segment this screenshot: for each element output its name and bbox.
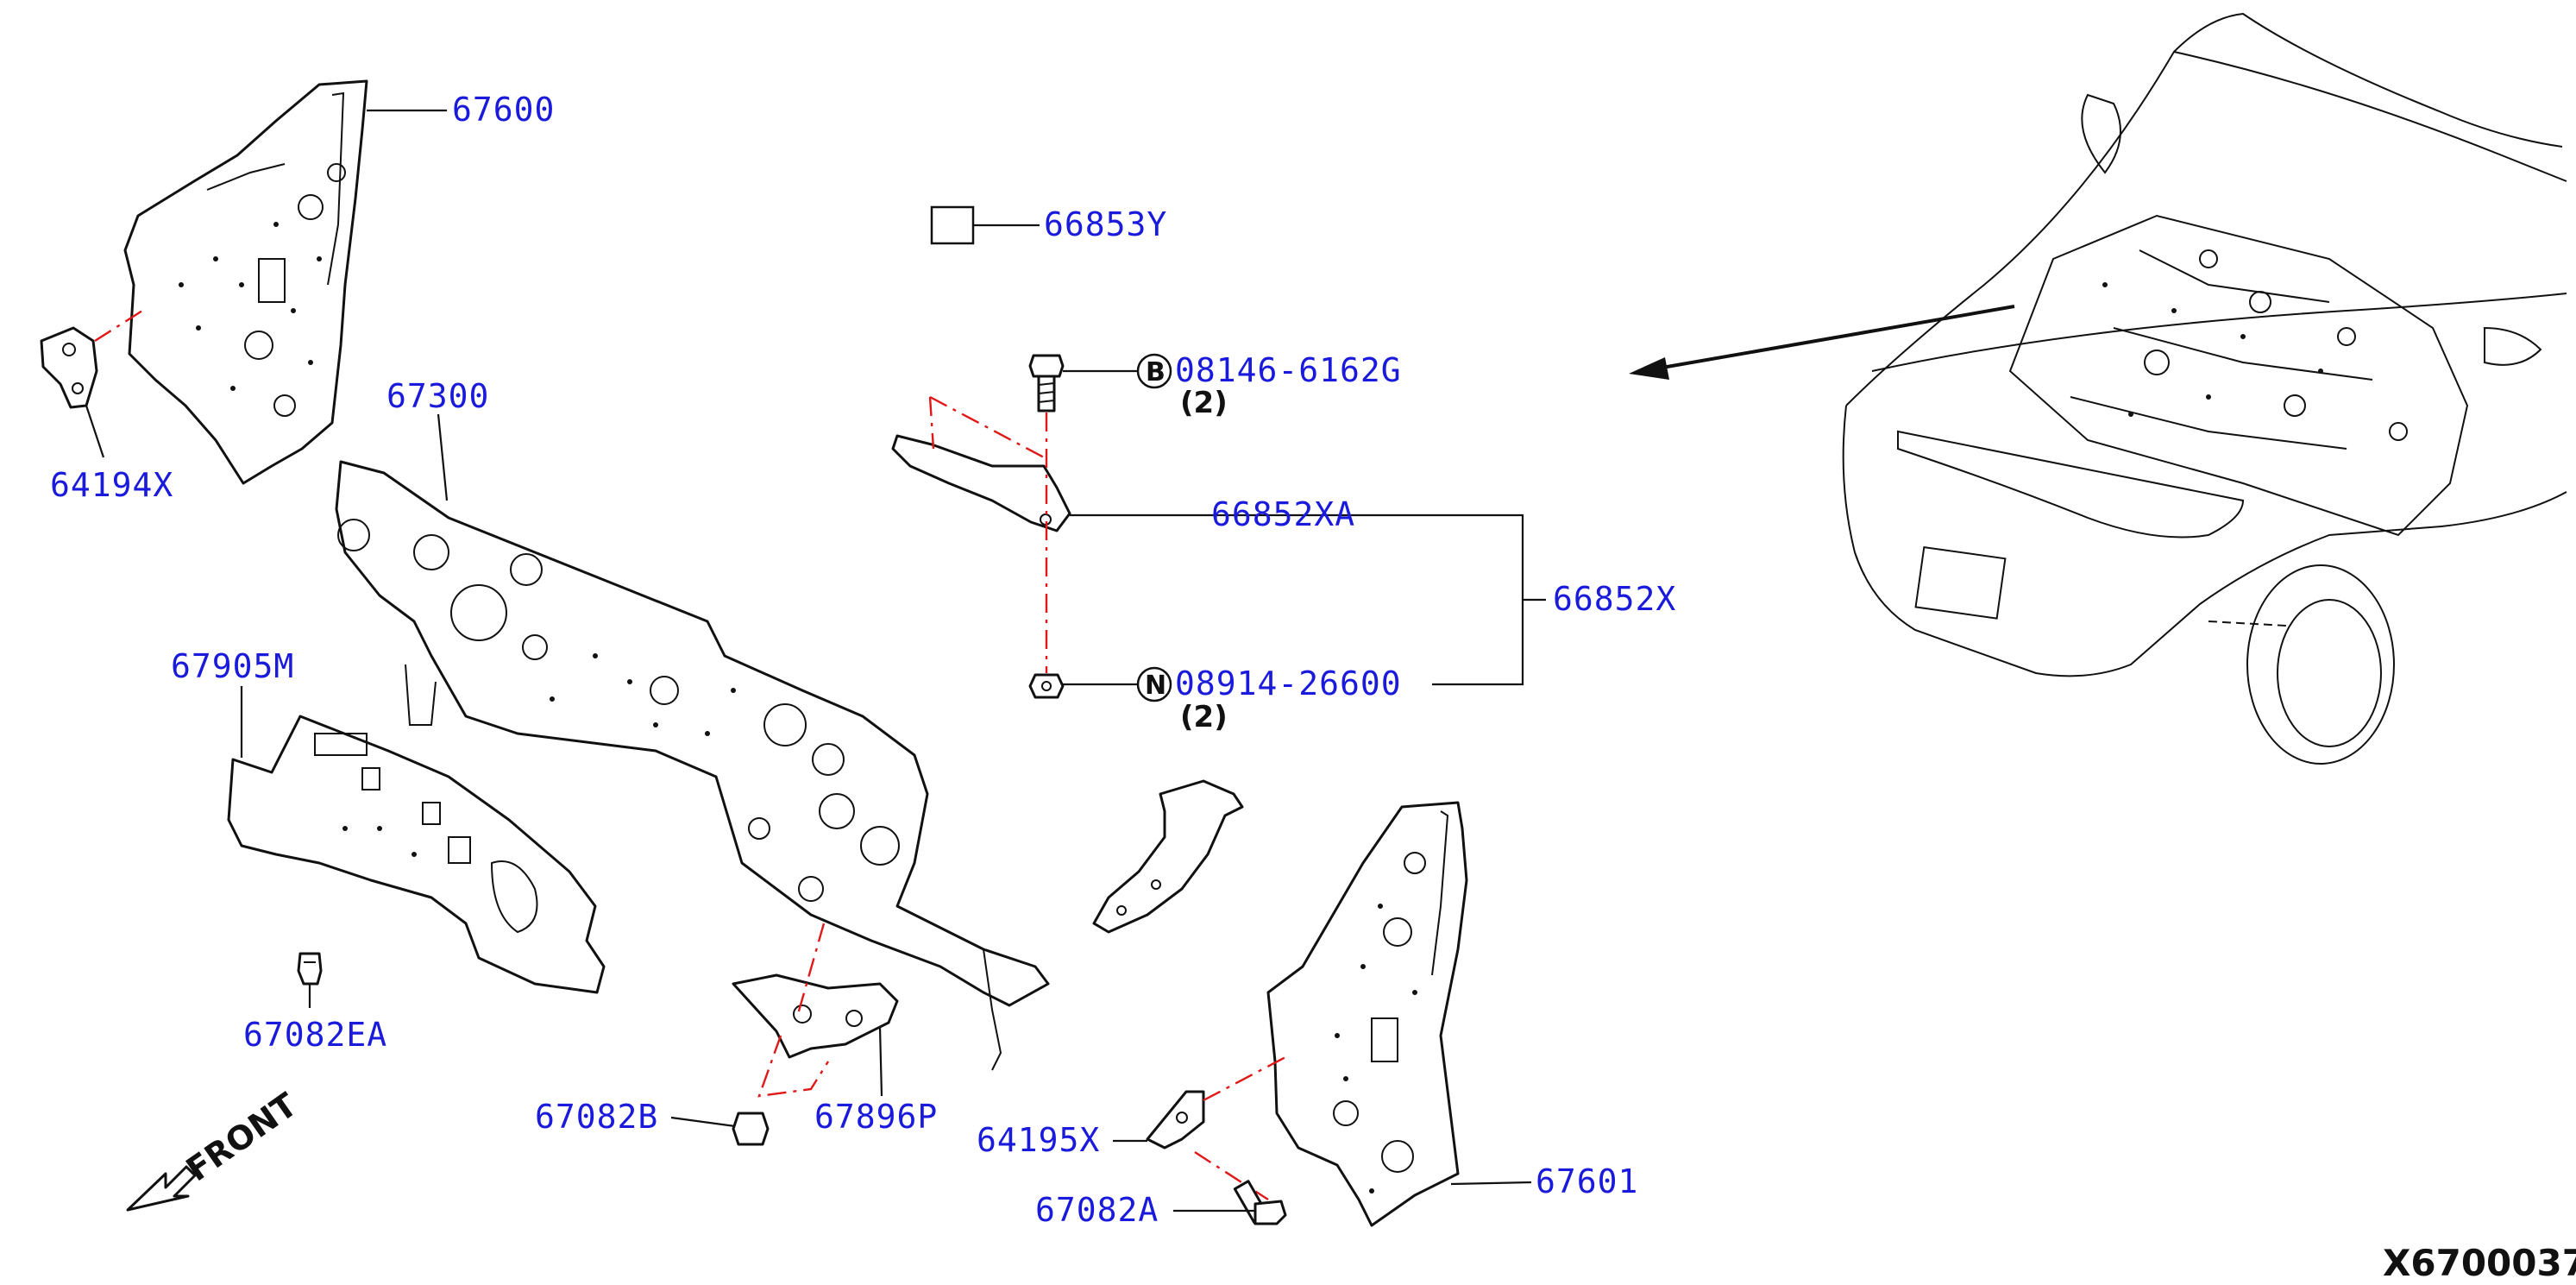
part-08914-nut xyxy=(1028,673,1065,699)
part-67300-dash-panel xyxy=(335,460,1050,1071)
leader-67601 xyxy=(1450,1181,1532,1186)
label-66852x: 66852X xyxy=(1553,580,1676,618)
label-66853y: 66853Y xyxy=(1044,205,1167,243)
leader-64194x xyxy=(85,405,105,458)
label-67896p: 67896P xyxy=(814,1098,938,1136)
guide-64195x-b xyxy=(1194,1150,1269,1201)
label-08146: 08146-6162G xyxy=(1175,351,1402,389)
part-08146-bolt xyxy=(1028,354,1065,413)
part-67082ea-clip xyxy=(297,952,323,986)
nut-symbol-letter: N xyxy=(1145,671,1166,701)
label-67601: 67601 xyxy=(1536,1162,1638,1200)
leader-67082b xyxy=(670,1116,736,1128)
part-67082a-bolt xyxy=(1233,1180,1287,1225)
label-67300: 67300 xyxy=(386,377,489,415)
nut-symbol-icon xyxy=(1136,666,1172,702)
part-67082b-nut xyxy=(732,1112,770,1146)
label-67082a: 67082A xyxy=(1035,1191,1159,1229)
part-67896p-bracket xyxy=(732,973,899,1059)
guide-67896p-a xyxy=(796,923,826,1015)
part-66853y-sealer xyxy=(930,205,975,245)
part-67905m-insulator xyxy=(227,715,606,994)
nut-quantity: (2) xyxy=(1180,700,1228,734)
locator-arrow-icon xyxy=(1629,305,2015,380)
label-66852xa: 66852XA xyxy=(1211,495,1355,533)
guide-64194x xyxy=(94,309,143,343)
label-08914: 08914-26600 xyxy=(1175,665,1402,702)
guide-66852xa-a xyxy=(928,396,935,450)
label-67905m: 67905M xyxy=(171,647,294,685)
part-stay-bracket xyxy=(1092,779,1244,934)
part-64195x-bracket xyxy=(1146,1090,1205,1150)
label-67082ea: 67082EA xyxy=(243,1016,387,1054)
guide-64195x-a xyxy=(1203,1055,1286,1102)
label-64195x: 64195X xyxy=(977,1121,1100,1159)
guide-67896p-b xyxy=(757,1035,830,1098)
front-label: FRONT xyxy=(179,1086,304,1188)
front-arrow-icon xyxy=(126,1165,197,1212)
label-67082b: 67082B xyxy=(535,1098,658,1136)
leader-67896p xyxy=(878,1026,883,1097)
label-67600: 67600 xyxy=(452,91,555,129)
guide-66852xa-b xyxy=(929,395,1045,459)
part-66852xa-bracket xyxy=(891,434,1071,532)
label-64194x: 64194X xyxy=(50,466,173,504)
bolt-symbol-icon xyxy=(1136,353,1172,389)
bolt-symbol-letter: B xyxy=(1146,357,1165,387)
leader-67300 xyxy=(437,413,449,501)
bolt-quantity: (2) xyxy=(1180,386,1228,420)
figure-id: X6700037 xyxy=(2383,1242,2576,1281)
part-64194x-bracket xyxy=(40,326,98,409)
vehicle-locator-illustration xyxy=(1842,12,2567,765)
part-67601-panel xyxy=(1266,801,1468,1227)
bracket-66852x xyxy=(1380,513,1524,686)
part-67600-panel xyxy=(123,79,368,485)
